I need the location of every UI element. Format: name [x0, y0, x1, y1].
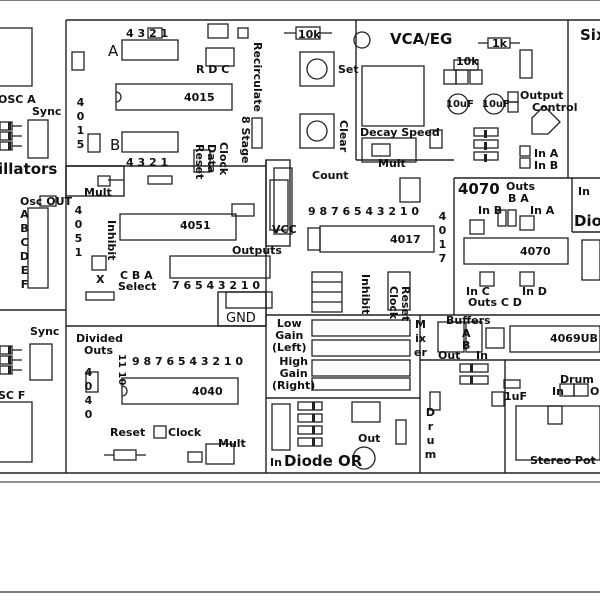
buffer-a-label: A: [462, 327, 471, 340]
xor-4070-title: 4070: [458, 180, 500, 198]
divided-label: Divided: [76, 332, 124, 345]
mult-4040-label: Mult: [218, 437, 246, 450]
osc-out-label: Osc OUT: [20, 195, 73, 208]
capacitor-10uf-2: 10uF: [482, 99, 510, 110]
chip-4017-label: 4017: [390, 233, 421, 246]
sync-bottom-label: Sync: [30, 325, 60, 338]
recirculate-label: Recirculate: [251, 42, 264, 112]
in-d-label: In D: [522, 285, 547, 298]
inhibit-4017-label: Inhibit: [359, 274, 372, 315]
resistor-1k-label: 1k: [492, 37, 507, 50]
out-diode-label: Out: [358, 432, 381, 445]
clock-label-4015: Clock: [217, 142, 230, 176]
outs-cd-label: Outs C D: [468, 296, 522, 309]
vcc-label: VCC: [272, 223, 297, 236]
outputs-label: Outputs: [232, 244, 282, 257]
out-buffer-label: Out: [438, 349, 461, 362]
decay-speed-label: Decay Speed: [360, 126, 440, 139]
in-c-label: In C: [466, 285, 490, 298]
in-a-label: In A: [534, 147, 559, 160]
low-gain-label: Low Gain (Left): [272, 317, 307, 354]
drum-label: Drum: [560, 373, 594, 386]
gnd-label: GND: [226, 311, 256, 326]
drum-in-label: In: [552, 385, 564, 398]
x-label: X: [96, 273, 105, 286]
vca-eg-title: VCA/EG: [390, 30, 453, 48]
outs-label: Outs: [506, 180, 535, 193]
mult-left-label: Mult: [84, 186, 112, 199]
cba-label: C B A: [120, 269, 153, 282]
chip-4051-vertical-title: 4051: [74, 204, 83, 259]
chip-4040-label: 4040: [192, 385, 223, 398]
in-diode-label: In: [270, 456, 282, 469]
chip-4069ub-label: 4069UB: [550, 332, 598, 345]
osc-a-label: OSC A: [0, 93, 36, 106]
in-buffer-label: In: [476, 349, 488, 362]
in-right-label: In: [578, 185, 590, 198]
chip-4015-vertical-title: 4015: [76, 96, 85, 151]
clear-label: Clear: [337, 120, 350, 153]
drum-vertical-title: Drum: [424, 406, 437, 461]
sync-top-label: Sync: [32, 105, 62, 118]
in-b-label: In B: [534, 159, 559, 172]
data-label: Data: [205, 144, 218, 174]
in-a-4070-label: In A: [530, 204, 555, 217]
pins-4321-top: 4 3 2 1: [126, 27, 169, 40]
shift-register-b-label: B: [110, 136, 121, 154]
pins-4321-bottom: 4 3 2 1: [126, 156, 169, 169]
chip-4017-vertical-title: 4017: [438, 210, 447, 265]
pins-4040-b: 9 8 7 6 5 4 3 2 1 0: [132, 355, 244, 368]
resistor-10k-label: 10k: [298, 28, 321, 41]
in-b-4070-label: In B: [478, 204, 503, 217]
rdc-label: R D C: [196, 63, 230, 76]
count-label: Count: [312, 169, 349, 182]
stereo-pot-label: Stereo Pot: [530, 454, 596, 467]
eight-stage-label: 8 Stage: [239, 116, 252, 164]
diode-right-title: Diod: [574, 212, 600, 230]
control-label: Control: [532, 101, 578, 114]
mixer-vertical-title: Mixer: [414, 318, 427, 359]
buffer-b-label: B: [462, 339, 471, 352]
buffers-label: Buffers: [446, 314, 491, 327]
inhibit-4051-label: Inhibit: [105, 220, 118, 261]
select-label: Select: [118, 280, 157, 293]
resistor-10k-b-label: 10k: [456, 55, 479, 68]
chip-4015-label: 4015: [184, 91, 215, 104]
capacitor-1uf-label: 1uF: [504, 390, 527, 403]
pins-4040-a: 11 10: [116, 354, 127, 386]
set-label: Set: [338, 63, 359, 76]
capacitor-10uf-1: 10uF: [446, 99, 474, 110]
high-gain-label: High Gain (Right): [272, 355, 316, 392]
reset-4017-label: Reset: [399, 286, 412, 322]
reset-label-4015: Reset: [193, 144, 206, 180]
chip-4051-label: 4051: [180, 219, 211, 232]
oscillators-title: illators: [0, 160, 58, 178]
mult-vca-label: Mult: [378, 157, 406, 170]
drum-out-label: Ou: [590, 385, 600, 398]
reset-4040-label: Reset: [110, 426, 146, 439]
pins-4017-label: 9 8 7 6 5 4 3 2 1 0: [308, 205, 420, 218]
shift-register-a-label: A: [108, 42, 119, 60]
chip-4070-label: 4070: [520, 245, 551, 258]
pins-4051-label: 7 6 5 4 3 2 1 0: [172, 279, 261, 292]
diode-or-title: Diode OR: [284, 452, 363, 470]
chip-4040-vertical-title: 4040: [84, 366, 93, 421]
clock-4040-label: Clock: [168, 426, 202, 439]
osc-f-label: SC F: [0, 389, 26, 402]
six-title: Six: [580, 26, 600, 44]
output-label: Output: [520, 89, 564, 102]
outs-divided-label: Outs: [84, 344, 113, 357]
clock-4017-label: Clock: [387, 286, 400, 320]
osc-out-letters: ABCDEF: [19, 208, 30, 291]
b-a-label: B A: [508, 192, 529, 205]
